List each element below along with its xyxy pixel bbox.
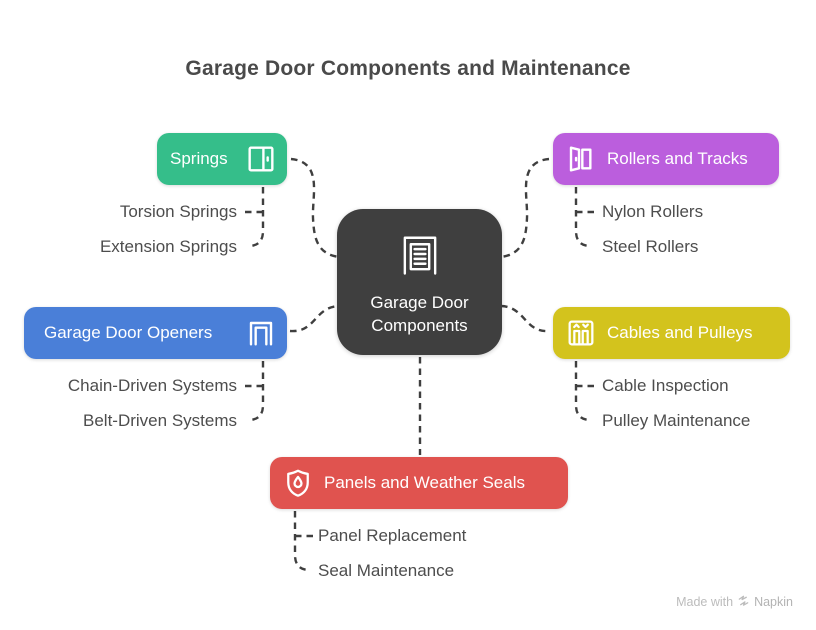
garage-frame-icon [245,317,277,349]
shield-drop-icon [282,467,314,499]
node-garage-door-components[interactable]: Garage Door Components [337,209,502,355]
child-pulley-maintenance[interactable]: Pulley Maintenance [602,411,751,430]
watermark-brand: Napkin [754,595,793,609]
connector-rollers-center [500,157,550,259]
child-chain-driven-systems[interactable]: Chain-Driven Systems [67,376,237,395]
connector-openers-children [249,361,265,422]
node-garage-door-openers[interactable]: Garage Door Openers [24,307,287,359]
child-extension-springs[interactable]: Extension Springs [99,237,237,256]
node-rollers-and-tracks[interactable]: Rollers and Tracks [553,133,779,185]
child-nylon-rollers[interactable]: Nylon Rollers [602,202,704,221]
node-openers-label: Garage Door Openers [44,323,213,342]
garage-door-icon [394,228,446,285]
connector-cables-center [500,304,551,333]
elevator-icon [565,317,597,349]
connector-rollers-children [574,187,590,248]
connector-springs-children [249,187,265,248]
napkin-logo-icon [737,594,750,610]
napkin-watermark[interactable]: Made with Napkin [676,594,793,610]
connector-openers-center [289,304,340,333]
child-torsion-springs[interactable]: Torsion Springs [119,202,237,221]
connector-panels-children [293,511,309,572]
child-belt-driven-systems[interactable]: Belt-Driven Systems [83,411,237,430]
node-panels-and-weather-seals[interactable]: Panels and Weather Seals [270,457,568,509]
page-title: Garage Door Components and Maintenance [185,57,631,80]
node-panels-label: Panels and Weather Seals [324,473,525,492]
node-cables-and-pulleys[interactable]: Cables and Pulleys [553,307,790,359]
open-door-icon [565,143,597,175]
center-node-label: Garage Door Components [370,292,469,335]
node-cables-label: Cables and Pulleys [607,323,753,342]
connector-cables-children [574,361,590,422]
child-steel-rollers[interactable]: Steel Rollers [602,237,699,256]
node-springs[interactable]: Springs [157,133,287,185]
connector-springs-center [290,157,340,259]
child-panel-replacement[interactable]: Panel Replacement [318,526,467,545]
node-springs-label: Springs [170,149,228,168]
child-cable-inspection[interactable]: Cable Inspection [602,376,729,395]
closet-door-icon [245,143,277,175]
watermark-made-with: Made with [676,595,734,609]
child-seal-maintenance[interactable]: Seal Maintenance [318,561,455,580]
node-rollers-label: Rollers and Tracks [607,149,748,168]
